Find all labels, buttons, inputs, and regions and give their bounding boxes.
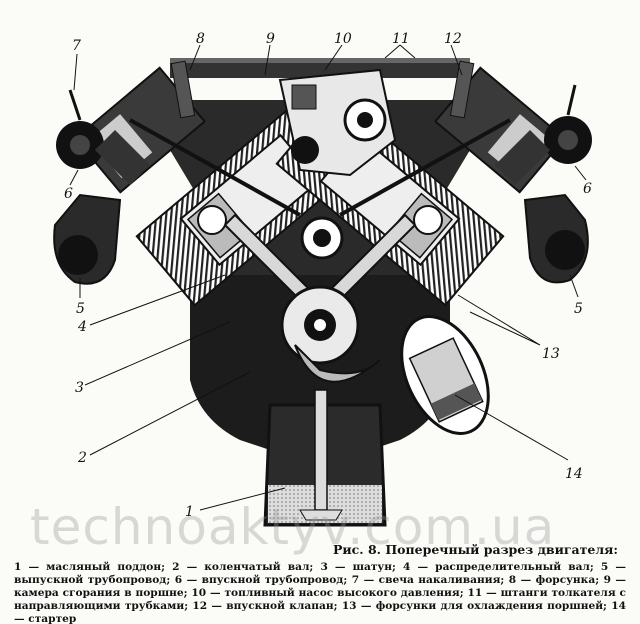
figure-caption: Рис. 8. Поперечный разрез двигателя: 1 —… [0, 540, 640, 624]
callout-8: 8 [196, 31, 205, 47]
callout-1: 1 [185, 504, 194, 520]
oil-sump [263, 389, 387, 527]
figure-title: Рис. 8. Поперечный разрез двигателя: [332, 542, 618, 557]
callout-11: 11 [392, 31, 410, 47]
pushrods [129, 118, 511, 217]
crankshaft [280, 285, 381, 383]
valley-cover [170, 58, 470, 78]
callout-5-left: 5 [76, 301, 85, 317]
injectors [170, 60, 475, 119]
callout-9: 9 [266, 31, 275, 47]
callout-4: 4 [77, 319, 87, 335]
engine-cross-section: 1 2 3 4 5 5 6 6 7 8 9 10 11 12 13 14 [53, 31, 592, 527]
callout-labels: 1 2 3 4 5 5 6 6 7 8 9 10 11 12 13 14 [64, 31, 592, 520]
right-manifolds [495, 84, 592, 284]
callout-7: 7 [72, 38, 81, 54]
callout-5-right: 5 [574, 301, 583, 317]
callout-10: 10 [334, 31, 352, 47]
leader-lines [69, 44, 587, 511]
figure-legend: 1 — масляный поддон; 2 — коленчатый вал;… [14, 561, 626, 624]
callout-2: 2 [77, 450, 87, 466]
camshaft [300, 216, 344, 260]
callout-3: 3 [75, 380, 84, 396]
watermark: technoaktyv.com.ua [30, 498, 556, 556]
left-manifolds [53, 89, 150, 285]
callout-6-right: 6 [583, 181, 592, 197]
fuel-injection-pump [278, 68, 397, 177]
callout-13: 13 [542, 346, 560, 362]
callout-12: 12 [444, 31, 462, 47]
callout-6-left: 6 [64, 186, 73, 202]
callout-14: 14 [565, 466, 583, 482]
